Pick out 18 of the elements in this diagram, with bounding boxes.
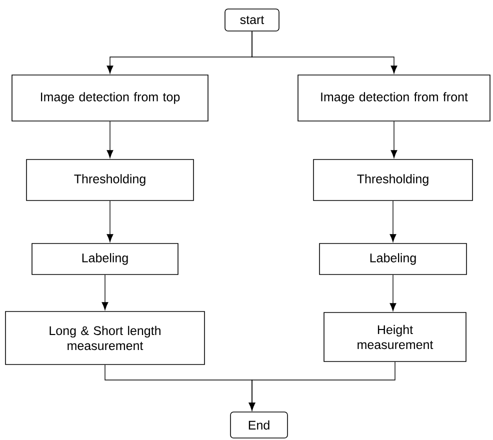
terminal-box: End — [230, 412, 288, 438]
process-box: Labeling — [32, 243, 178, 275]
process-box: Labeling — [319, 243, 467, 275]
arrow — [106, 200, 114, 242]
process-box: Thresholding — [313, 159, 473, 201]
process-box: Height measurement — [324, 312, 466, 362]
terminal-box: start — [224, 8, 280, 32]
arrow — [390, 274, 396, 312]
process-box: Image detection from top — [12, 74, 208, 122]
process-box: Long & Short length measurement — [5, 311, 205, 365]
process-box: Image detection from front — [298, 74, 490, 122]
arrow — [390, 121, 398, 158]
arrow — [252, 31, 398, 74]
process-box: Thresholding — [26, 159, 194, 201]
arrow — [106, 121, 114, 158]
arrow — [390, 200, 396, 242]
arrow — [248, 362, 396, 411]
arrow — [102, 274, 108, 310]
